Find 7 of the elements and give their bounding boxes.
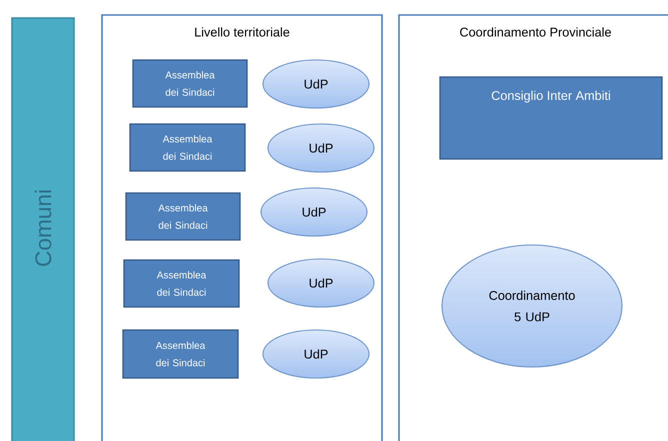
side-band: Comuni xyxy=(11,17,75,441)
process-box: Assemblea dei Sindaci xyxy=(122,329,239,379)
process-box: Assemblea dei Sindaci xyxy=(129,123,246,172)
process-box: Assemblea dei Sindaci xyxy=(132,59,248,108)
process-box: Assemblea dei Sindaci xyxy=(123,259,240,308)
process-box: Consiglio Inter Ambiti xyxy=(439,76,663,160)
process-box: Assemblea dei Sindaci xyxy=(125,192,241,241)
